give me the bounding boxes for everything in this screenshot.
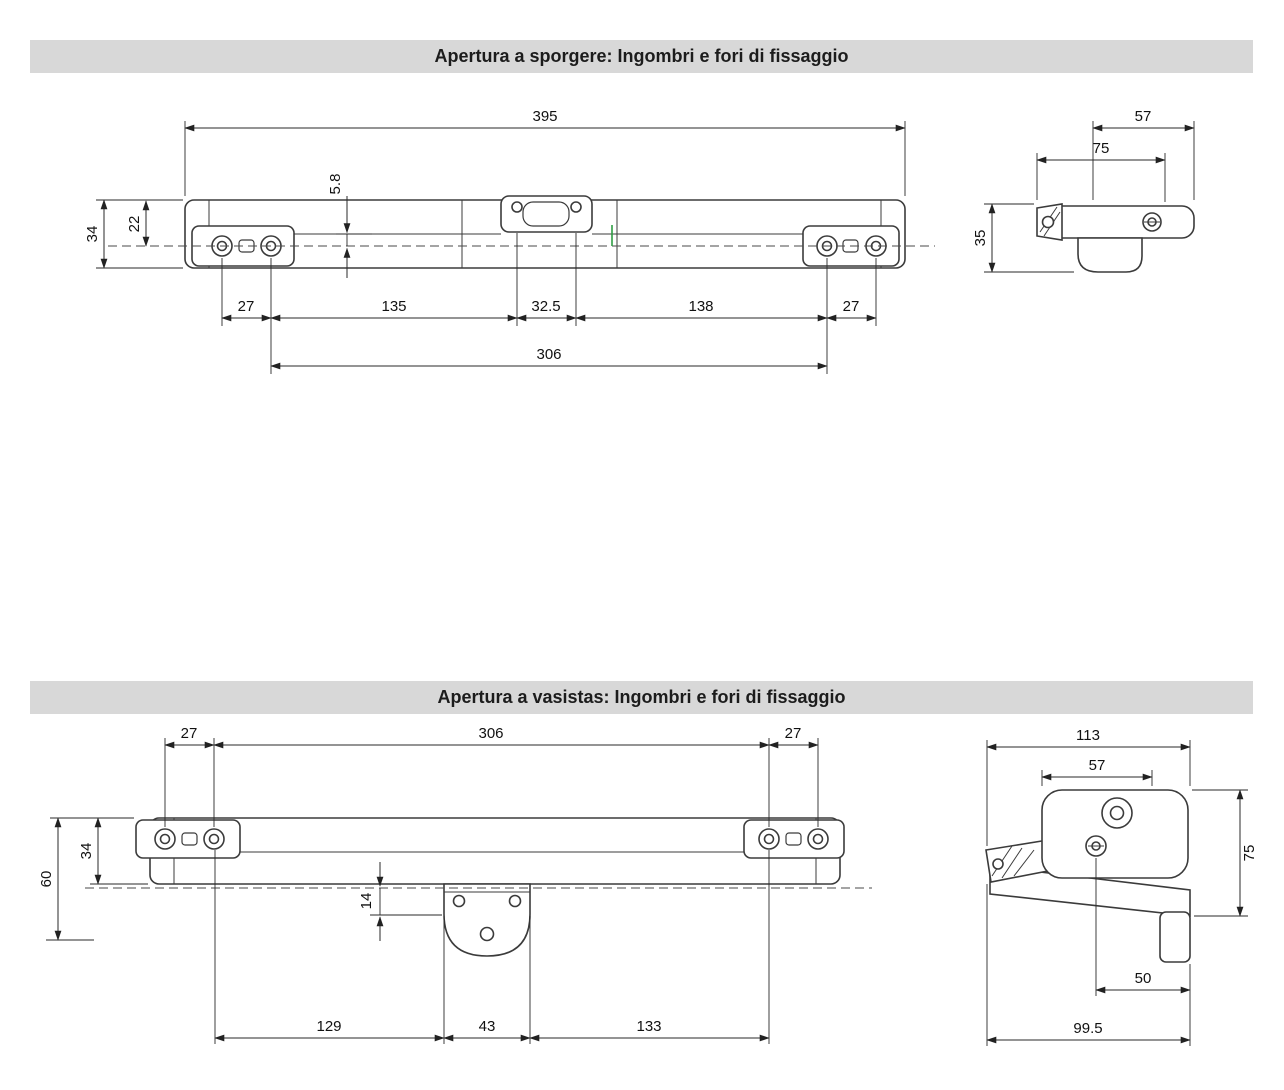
dim-34: 34 <box>84 199 183 269</box>
dim-label: 27 <box>785 725 802 742</box>
dim-label: 34 <box>84 226 101 243</box>
hatch-line <box>1013 849 1035 877</box>
dim-label: 43 <box>479 1018 496 1035</box>
screw-hole-icon <box>208 833 220 845</box>
dim-label: 57 <box>1135 108 1152 125</box>
dim-label: 27 <box>843 298 860 315</box>
dim-34-vasistas: 34 <box>50 817 148 885</box>
dim-side2-113: 113 <box>986 727 1191 846</box>
dim-side1-57: 57 <box>1092 108 1195 200</box>
chain-cover <box>500 195 593 233</box>
dim-14: 14 <box>358 862 442 941</box>
vasistas-front-view <box>85 817 872 957</box>
screw-hole-icon <box>570 201 582 213</box>
dim-label: 57 <box>1089 757 1106 774</box>
dim-label: 27 <box>181 725 198 742</box>
dim-label: 60 <box>38 871 55 888</box>
pivot-hole-icon <box>479 926 495 942</box>
screw-hole-icon <box>511 201 523 213</box>
sporgere-side-view <box>1036 203 1195 273</box>
dim-label: 129 <box>316 1018 341 1035</box>
screw-hole-icon <box>452 894 466 908</box>
dim-label: 133 <box>636 1018 661 1035</box>
dim-60: 60 <box>38 817 94 941</box>
side-foot <box>1159 911 1191 963</box>
screw-hole-icon <box>763 833 775 845</box>
dim-label: 34 <box>78 843 95 860</box>
section-title-sporgere: Apertura a sporgere: Ingombri e fori di … <box>434 46 849 66</box>
pivot-hole-icon <box>1041 215 1055 229</box>
side-hook <box>1077 237 1143 273</box>
dim-bottom-chain-vasistas: 129 43 133 <box>214 850 770 1044</box>
dim-395: 395 <box>184 108 906 196</box>
dim-side2-57: 57 <box>1041 757 1153 786</box>
dim-label: 50 <box>1135 970 1152 987</box>
dim-side2-99-5: 99.5 <box>986 884 1191 1046</box>
dim-label: 27 <box>238 298 255 315</box>
dim-label: 306 <box>478 725 503 742</box>
dim-label: 113 <box>1076 727 1100 744</box>
dim-label: 99.5 <box>1073 1020 1102 1037</box>
screw-hole-icon <box>508 894 522 908</box>
bracket-slot <box>785 832 802 846</box>
pivot-hole-icon <box>1109 805 1125 821</box>
chain-bracket <box>443 883 531 957</box>
dim-label: 35 <box>972 230 989 247</box>
dim-label: 5.8 <box>327 174 344 195</box>
dim-side2-75: 75 <box>1192 789 1258 917</box>
screw-hole-icon <box>812 833 824 845</box>
pivot-hole-icon <box>992 858 1004 870</box>
dim-side1-75: 75 <box>1036 140 1166 202</box>
dim-22: 22 <box>126 200 150 247</box>
sporgere-front-view <box>108 195 935 269</box>
section-title-vasistas: Apertura a vasistas: Ingombri e fori di … <box>437 687 846 707</box>
dim-label: 14 <box>358 893 375 910</box>
bracket-slot <box>181 832 198 846</box>
dim-top-chain-vasistas: 27 306 27 <box>164 725 819 827</box>
dim-5-8: 5.8 <box>327 174 372 278</box>
dim-label: 75 <box>1093 140 1110 157</box>
dim-label: 135 <box>381 298 406 315</box>
side-bracket <box>1041 789 1189 879</box>
dim-label: 306 <box>536 346 561 363</box>
hatch-line <box>1001 847 1023 879</box>
dim-label: 32.5 <box>531 298 560 315</box>
section-header-vasistas: Apertura a vasistas: Ingombri e fori di … <box>30 681 1253 714</box>
dim-label: 75 <box>1241 845 1258 862</box>
screw-hole-icon <box>159 833 171 845</box>
dim-side1-35: 35 <box>972 203 1074 273</box>
dim-label: 22 <box>126 216 143 233</box>
section-header-sporgere: Apertura a sporgere: Ingombri e fori di … <box>30 40 1253 73</box>
actuator-body <box>149 817 841 885</box>
dim-bottom-chain-sporgere: 27 135 32.5 138 27 306 <box>221 233 877 374</box>
side-arm <box>1045 205 1195 239</box>
dim-side2-50: 50 <box>1095 858 1191 1046</box>
vasistas-side-view <box>985 789 1191 963</box>
dim-label: 395 <box>532 108 557 125</box>
dim-label: 138 <box>688 298 713 315</box>
chain-slot <box>522 201 570 227</box>
